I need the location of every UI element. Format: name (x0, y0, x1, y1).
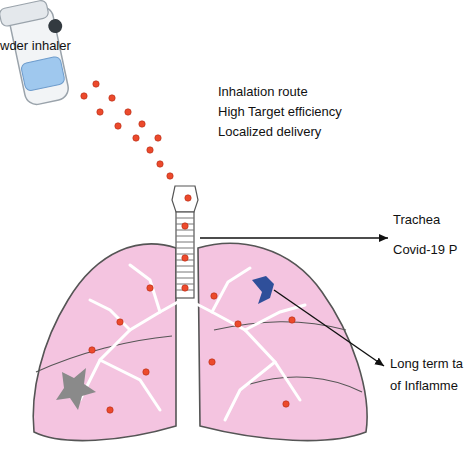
lobe-fissure (250, 377, 362, 392)
lungs (33, 243, 367, 440)
text-label: wder inhaler (0, 38, 71, 54)
inhaler-device (0, 0, 77, 108)
text-label: of Inflamme (390, 378, 458, 394)
trachea-rings (176, 218, 194, 290)
blue-lesion (252, 276, 274, 304)
text-label: Localized delivery (218, 124, 321, 140)
leader-arrow (200, 237, 388, 238)
inhaler-window (20, 56, 65, 92)
text-label: Trachea (393, 212, 440, 228)
left-lung (33, 244, 176, 441)
larynx (172, 186, 198, 212)
inhaler-mouthpiece (47, 18, 64, 35)
trachea (172, 186, 198, 298)
text-label: High Target efficiency (218, 104, 342, 120)
text-label: Long term ta (390, 356, 463, 372)
gray-lesion (56, 368, 96, 410)
text-label: Inhalation route (218, 84, 308, 100)
right-lung (198, 243, 367, 440)
inhaler-cap (0, 0, 49, 27)
trachea-tube (176, 212, 194, 298)
text-label: Covid-19 P (393, 242, 457, 258)
leader-arrow (274, 290, 384, 366)
